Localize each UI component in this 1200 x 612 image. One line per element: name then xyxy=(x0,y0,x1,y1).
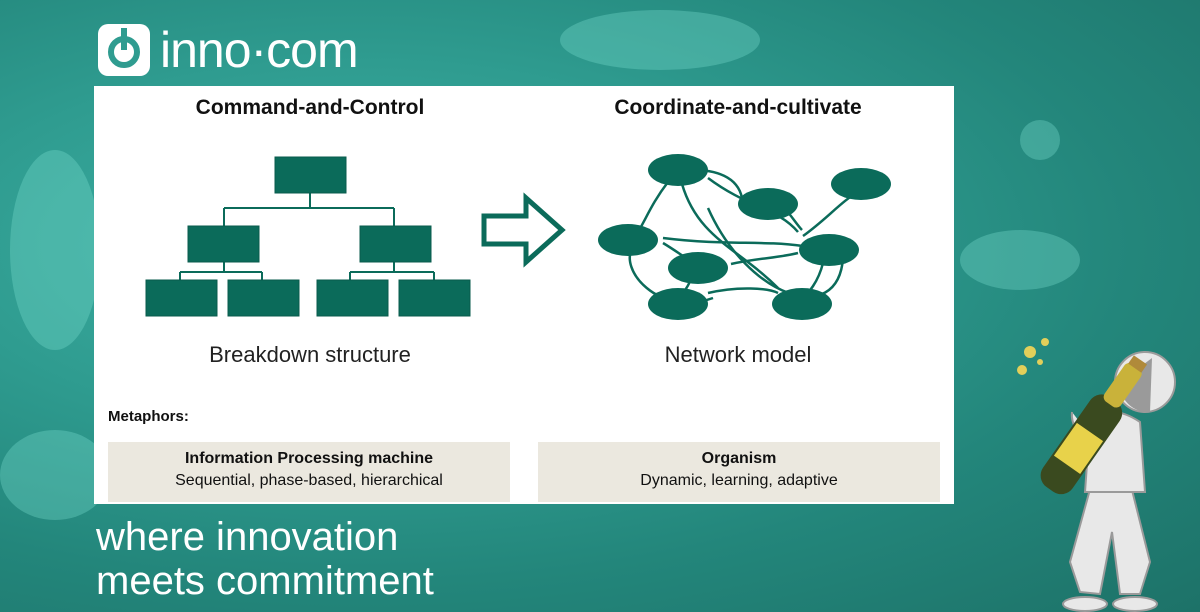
splash-decor xyxy=(560,10,760,70)
org-box-leaf xyxy=(145,279,218,317)
right-caption: Network model xyxy=(664,342,812,367)
logo-text: inno·com xyxy=(160,22,359,78)
left-caption: Breakdown structure xyxy=(209,342,411,367)
transition-arrow-icon xyxy=(481,192,566,268)
org-box-root xyxy=(274,156,347,194)
splash-decor xyxy=(10,150,100,350)
brand-logo: inno·com xyxy=(96,22,359,78)
network-node xyxy=(772,288,832,320)
right-metaphor-box: Organism Dynamic, learning, adaptive xyxy=(538,442,940,502)
left-metaphor-title: Information Processing machine xyxy=(184,450,434,467)
splash-decor xyxy=(960,230,1080,290)
splash-decor xyxy=(1020,120,1060,160)
network-node xyxy=(648,154,708,186)
org-box-mid-left xyxy=(187,225,260,263)
network-node xyxy=(831,168,891,200)
hierarchy-diagram xyxy=(145,156,471,317)
tagline-line2: meets commitment xyxy=(96,559,434,603)
network-node xyxy=(598,224,658,256)
org-box-mid-right xyxy=(359,225,432,263)
org-box-leaf xyxy=(398,279,471,317)
right-heading: Coordinate-and-cultivate xyxy=(614,96,862,119)
champagne-figure-illustration xyxy=(1017,338,1176,612)
network-node xyxy=(799,234,859,266)
left-heading: Command-and-Control xyxy=(195,96,425,119)
tagline: where innovation meets commitment xyxy=(96,515,434,603)
diagram-panel: Command-and-Control Coordinate-and-culti… xyxy=(94,86,954,504)
right-metaphor-title: Organism xyxy=(701,450,777,467)
tagline-line1: where innovation xyxy=(96,515,399,559)
metaphors-label: Metaphors: xyxy=(108,408,189,425)
network-node xyxy=(668,252,728,284)
splash-decor xyxy=(0,430,110,520)
left-metaphor-sub: Sequential, phase-based, hierarchical xyxy=(175,472,443,489)
network-node xyxy=(648,288,708,320)
org-box-leaf xyxy=(227,279,300,317)
logo-mark-icon xyxy=(98,24,150,76)
network-diagram xyxy=(598,154,891,320)
org-box-leaf xyxy=(316,279,389,317)
network-node xyxy=(738,188,798,220)
right-metaphor-sub: Dynamic, learning, adaptive xyxy=(640,472,838,489)
left-metaphor-box: Information Processing machine Sequentia… xyxy=(108,442,510,502)
